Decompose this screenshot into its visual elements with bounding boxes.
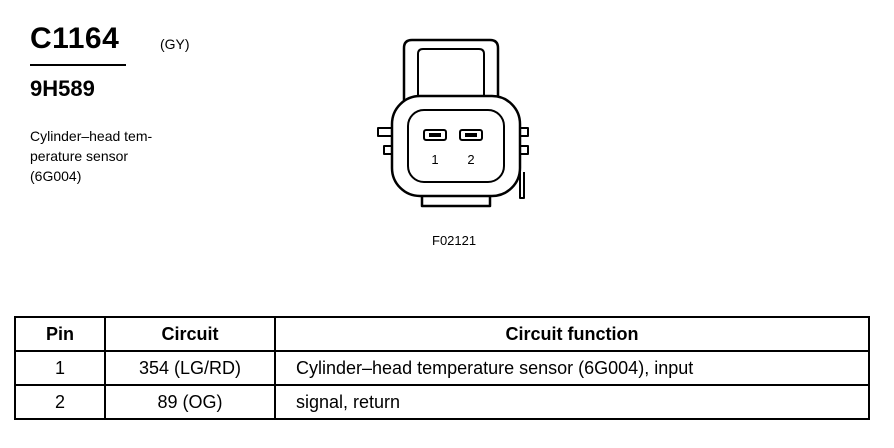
pin-label: 2: [467, 152, 474, 167]
title-rule: [30, 64, 126, 66]
cell-circuit: 354 (LG/RD): [104, 350, 276, 386]
description-line: (6G004): [30, 168, 82, 184]
connector-latch: [402, 38, 500, 102]
header-pin: Pin: [14, 316, 106, 352]
connector-bottom-tab: [420, 192, 492, 208]
connector-side-clip: [519, 168, 525, 199]
connector-id: C1164: [30, 22, 120, 55]
table-row: 2 89 (OG) signal, return: [14, 384, 870, 420]
component-description: Cylinder–head tem- perature sensor (6G00…: [30, 126, 152, 186]
pin-label: 1: [431, 152, 438, 167]
connector-face-diagram: 1 2: [377, 38, 529, 208]
description-line: Cylinder–head tem-: [30, 128, 153, 144]
connector-right-rib: [520, 127, 529, 137]
connector-right-rib: [520, 145, 529, 155]
header-circuit: Circuit: [104, 316, 276, 352]
cell-pin: 2: [14, 384, 106, 420]
connector-left-rib: [377, 127, 392, 137]
connector-inner-shroud: [407, 109, 505, 183]
table-row: 1 354 (LG/RD) Cylinder–head temperature …: [14, 350, 870, 386]
part-number: 9H589: [30, 76, 95, 101]
cell-circuit-function: Cylinder–head temperature sensor (6G004)…: [274, 350, 870, 386]
color-code: (GY): [160, 36, 190, 52]
cell-pin: 1: [14, 350, 106, 386]
connector-latch-inner: [417, 48, 485, 98]
connector-left-rib: [383, 145, 392, 155]
figure-reference: F02121: [432, 233, 477, 248]
cell-circuit-function: signal, return: [274, 384, 870, 420]
cell-circuit: 89 (OG): [104, 384, 276, 420]
pin-table: Pin Circuit Circuit function 1 354 (LG/R…: [14, 316, 870, 420]
header-circuit-function: Circuit function: [274, 316, 870, 352]
table-header-row: Pin Circuit Circuit function: [14, 316, 870, 352]
description-line: perature sensor: [30, 148, 129, 164]
